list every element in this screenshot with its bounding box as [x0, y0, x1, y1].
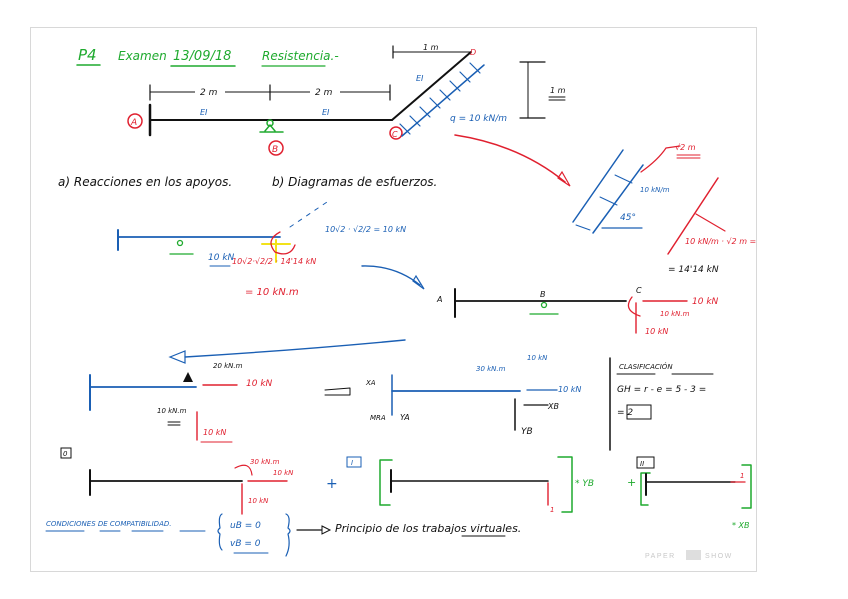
load-label: 10 kN/m: [640, 186, 670, 194]
stiffness-label: EI: [322, 108, 330, 117]
node-marker: [268, 140, 284, 156]
load-label: q = 10 kN/m: [450, 114, 507, 124]
moment-label: 10 kN.m: [660, 310, 690, 318]
stiffness-label: EI: [416, 74, 424, 83]
inclined-detail: 10 kN/m 45° √2 m 10 kN/m · √2 m = = 14'1…: [572, 143, 756, 275]
logo-block-icon: [686, 550, 701, 560]
force-label: 10 kN: [645, 327, 668, 336]
moment-label: 10 kN.m: [157, 407, 187, 415]
classification-result: = 2: [617, 408, 633, 418]
questions: a) Reacciones en los apoyos. b) Diagrama…: [58, 175, 437, 189]
force-label: 10 kN: [203, 428, 226, 437]
node-label: B: [540, 290, 546, 299]
force-label: 10 kN: [246, 379, 273, 389]
angle-label: 45°: [620, 213, 636, 223]
header: P4 Examen 13/09/18 Resistencia.-: [76, 46, 339, 67]
node-marker: [389, 126, 403, 140]
reference-arrow: [454, 134, 566, 183]
force-label: 10 kN: [558, 385, 581, 394]
node-label: B: [272, 145, 278, 155]
compatibility-title: CONDICIONES DE COMPATIBILIDAD.: [46, 520, 171, 528]
exam-date: 13/09/18: [173, 49, 231, 64]
paper-show-logo: PAPER SHOW: [645, 550, 733, 560]
component-expression: 10√2 · √2/2 = 10 kN: [325, 225, 406, 234]
equivalent-beam: A B C 10 kN 10 kN.m 10 kN: [436, 286, 719, 336]
pinned-support-icon: [169, 239, 194, 255]
reaction-label: XA: [365, 379, 376, 387]
resultant-expression: 10 kN/m · √2 m =: [685, 237, 756, 246]
distributed-load-icon: [399, 62, 485, 137]
force-label: 10 kN: [527, 354, 548, 362]
question-a: a) Reacciones en los apoyos.: [58, 175, 232, 189]
node-label: A: [436, 295, 442, 304]
problem-number: P4: [78, 46, 97, 64]
logo-text-left: PAPER: [645, 553, 676, 560]
force-label: 10 kN: [692, 297, 719, 307]
classification-title: CLASIFICACIÓN: [619, 362, 673, 371]
node-label: A: [130, 118, 137, 128]
reduction-diagram: 10 kN 10√2 · √2/2 = 10 kN 10√2·√2/2 · 14…: [117, 199, 425, 298]
case-label: 0: [63, 450, 68, 458]
moment-arrow: [234, 464, 253, 476]
logo-text-right: SHOW: [705, 553, 733, 560]
exam-label: Examen: [118, 49, 167, 63]
case-label: I: [351, 459, 353, 467]
span-label: 2 m: [315, 88, 333, 98]
method-label: Principio de los trabajos virtuales.: [335, 522, 521, 535]
moment-expression: 10√2·√2/2 · 14'14 kN: [232, 257, 316, 266]
brace: [217, 513, 223, 551]
arrow-icon: [324, 387, 351, 396]
force-label: 10 kN: [208, 253, 235, 263]
node-label: D: [470, 48, 476, 57]
pinned-support-icon: [259, 119, 284, 133]
moment-label: 20 kN.m: [213, 362, 243, 370]
classification: CLASIFICACIÓN GH = r - e = 5 - 3 = = 2: [609, 357, 714, 451]
moment-label: 30 kN.m: [476, 365, 506, 373]
reaction-label: YA: [400, 413, 410, 422]
reaction-label: MRA: [370, 414, 386, 422]
moment-arrow: [627, 296, 641, 317]
load-label: 1: [740, 472, 744, 480]
free-body-diagram: XA MRA YA 30 kN.m 10 kN 10 kN XB YB: [324, 354, 581, 437]
subject: Resistencia.-: [262, 49, 339, 63]
node-label: C: [636, 286, 642, 295]
moment-value: = 10 kN.m: [245, 287, 299, 298]
node-marker: [127, 113, 143, 129]
plus-sign: +: [326, 476, 338, 492]
reaction-label: YB: [521, 427, 533, 437]
compatibility: CONDICIONES DE COMPATIBILIDAD. uB = 0 vB…: [45, 513, 521, 557]
load-label: 1: [550, 506, 554, 514]
force-label: 10 kN: [248, 497, 269, 505]
factor-label: * XB: [732, 521, 750, 530]
stiffness-label: EI: [200, 108, 208, 117]
node-label: C: [392, 130, 398, 139]
moment-label: 30 kN.m: [250, 458, 280, 466]
brace: [285, 513, 291, 557]
plus-sign: +: [627, 476, 636, 489]
superposition: 0 30 kN.m 10 kN 10 kN + I 1 * YB + II 1 …: [60, 447, 752, 530]
reaction-label: XB: [547, 402, 559, 411]
inclined-member: [391, 51, 472, 121]
resultant-value: = 14'14 kN: [668, 265, 719, 275]
force-label: 10 kN: [273, 469, 294, 477]
classification-formula: GH = r - e = 5 - 3 =: [617, 385, 706, 395]
beam-b-diagram: 20 kN.m 10 kN 10 kN.m 10 kN: [89, 339, 406, 443]
compatibility-equation: uB = 0: [230, 521, 261, 531]
height-label: 1 m: [550, 86, 566, 95]
compatibility-equation: vB = 0: [230, 539, 261, 549]
span-label-top: 1 m: [423, 43, 439, 52]
case-label: II: [640, 460, 644, 468]
main-structure: 2 m 2 m 1 m 1 m A EI EI B C D: [127, 43, 571, 187]
factor-label: * YB: [575, 479, 594, 489]
length-label: √2 m: [675, 143, 696, 152]
question-b: b) Diagramas de esfuerzos.: [272, 175, 437, 189]
span-label: 2 m: [200, 88, 218, 98]
pinned-support-icon: [529, 301, 559, 315]
